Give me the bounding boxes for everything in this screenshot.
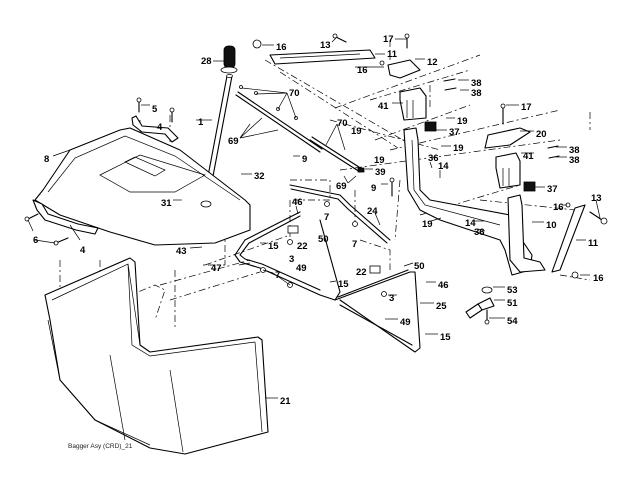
callout-part-3: 3 [389, 293, 394, 304]
callout-part-13: 13 [320, 40, 331, 51]
callout-part-7: 7 [275, 270, 280, 281]
callout-part-10: 10 [546, 220, 557, 231]
callout-part-15: 15 [268, 241, 279, 252]
part-12-bracket [387, 33, 421, 79]
callout-part-19: 19 [422, 219, 433, 230]
callout-part-24: 24 [367, 206, 378, 217]
callout-part-38: 38 [471, 78, 482, 89]
callout-part-22: 22 [356, 267, 367, 278]
callout-part-17: 17 [383, 34, 394, 45]
callout-part-19: 19 [453, 143, 464, 154]
callout-part-16: 16 [357, 65, 368, 76]
callout-part-38: 38 [471, 88, 482, 99]
part-4-handle-top [131, 115, 179, 143]
callout-part-47: 47 [211, 263, 222, 274]
callout-part-50: 50 [414, 261, 425, 272]
callout-part-53: 53 [507, 285, 518, 296]
part-28-handle-grip [220, 45, 238, 74]
part-5-screws [136, 97, 175, 123]
part-41-clamp-upper [399, 78, 457, 121]
callout-part-38: 38 [569, 155, 580, 166]
callout-part-19: 19 [374, 155, 385, 166]
callout-part-19: 19 [457, 116, 468, 127]
part-20-bracket [484, 103, 531, 149]
callout-part-6: 6 [33, 235, 38, 246]
part-41-clamp-lower [495, 145, 560, 189]
callout-part-15: 15 [338, 279, 349, 290]
callout-part-8: 8 [44, 154, 49, 165]
callout-part-39: 39 [375, 167, 386, 178]
callout-part-15: 15 [440, 332, 451, 343]
callout-part-12: 12 [427, 57, 438, 68]
callout-part-11: 11 [387, 49, 398, 60]
callout-part-22: 22 [297, 241, 308, 252]
callout-part-54: 54 [507, 316, 518, 327]
callout-part-16: 16 [276, 42, 287, 53]
callout-part-37: 37 [547, 184, 558, 195]
callout-part-20: 20 [536, 129, 547, 140]
callout-part-5: 5 [152, 104, 158, 115]
callout-part-69: 69 [336, 181, 347, 192]
part-24-tube [289, 177, 395, 244]
callout-part-32: 32 [254, 171, 265, 182]
part-rail-left [235, 85, 323, 153]
callout-part-9: 9 [371, 183, 376, 194]
part-8-cover [34, 127, 251, 246]
diagram-caption: Bagger Asy (CRD)_21 [68, 443, 133, 450]
callout-part-19: 19 [351, 126, 362, 137]
callout-part-21: 21 [280, 396, 291, 407]
callout-part-70: 70 [289, 88, 300, 99]
callout-part-16: 16 [553, 202, 564, 213]
callout-part-13: 13 [591, 193, 602, 204]
callout-part-7: 7 [324, 212, 329, 223]
callout-part-46: 46 [292, 197, 303, 208]
callout-part-11: 11 [588, 238, 599, 249]
callout-part-49: 49 [296, 263, 307, 274]
callout-part-9: 9 [302, 154, 307, 165]
callout-part-31: 31 [161, 198, 172, 209]
callout-part-4: 4 [80, 245, 86, 256]
leader-lines [27, 37, 601, 399]
callout-part-38: 38 [569, 145, 580, 156]
callout-part-46: 46 [438, 280, 449, 291]
callout-part-37: 37 [449, 127, 460, 138]
callout-part-4: 4 [157, 122, 163, 133]
callout-part-70: 70 [337, 118, 348, 129]
part-25-frame [334, 265, 421, 353]
callout-part-41: 41 [523, 151, 534, 162]
part-11-upper-bar [252, 33, 385, 66]
callout-part-49: 49 [400, 317, 411, 328]
callout-part-41: 41 [378, 101, 389, 112]
callout-part-1: 1 [198, 117, 204, 128]
part-10-frame [403, 121, 546, 276]
callout-part-16: 16 [593, 273, 604, 284]
callout-part-17: 17 [521, 102, 532, 113]
callout-part-36: 36 [428, 153, 439, 164]
callout-part-14: 14 [438, 161, 449, 172]
callout-part-43: 43 [176, 246, 187, 257]
part-51-latch [465, 286, 495, 325]
callout-part-36: 36 [474, 227, 485, 238]
callout-part-7: 7 [352, 239, 357, 250]
callout-part-14: 14 [465, 218, 476, 229]
part-11-side-strap [551, 202, 608, 279]
callout-part-69: 69 [228, 136, 239, 147]
callout-part-25: 25 [436, 301, 447, 312]
callout-part-3: 3 [289, 254, 294, 265]
callout-part-50: 50 [318, 234, 329, 245]
part-rail-right [309, 136, 365, 173]
callout-part-51: 51 [507, 298, 518, 309]
part-6-screws [24, 213, 69, 246]
part-21-bag [44, 257, 269, 455]
callout-part-28: 28 [201, 56, 212, 67]
part-47-frame [234, 211, 341, 301]
part-4-lower-bracket [32, 199, 99, 235]
